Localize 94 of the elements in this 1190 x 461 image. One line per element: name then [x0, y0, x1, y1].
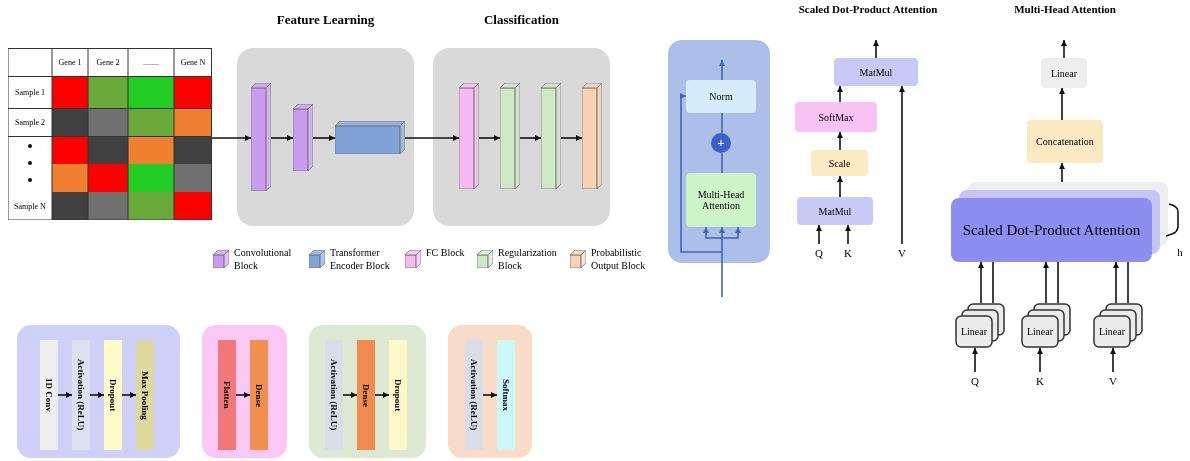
connector-line	[721, 152, 723, 174]
arrow	[899, 85, 905, 245]
input-label: Q	[811, 244, 827, 262]
arrow	[478, 135, 501, 141]
layer-block	[251, 83, 271, 191]
legend-label: Convolutional Block	[234, 246, 293, 273]
column-header: Gene 2	[95, 56, 121, 69]
panel-background	[668, 40, 770, 263]
input-label: K	[1032, 372, 1048, 390]
arrow	[1043, 261, 1049, 304]
panel-background	[202, 325, 287, 458]
arrow	[1113, 261, 1119, 304]
heatmap-table	[8, 48, 212, 220]
arrow	[719, 59, 725, 81]
arrow	[837, 85, 843, 103]
arrow	[374, 392, 390, 398]
arrow	[519, 135, 542, 141]
layer-bar: Max Pooling	[136, 340, 154, 450]
layer-bar: Dense	[250, 340, 268, 450]
arrow	[1059, 87, 1065, 121]
arrow	[312, 135, 336, 141]
arrow	[703, 226, 741, 298]
layer-block	[459, 83, 479, 189]
arrow	[845, 224, 851, 245]
process-box: MatMul	[834, 58, 918, 86]
arrow	[482, 392, 498, 398]
sum-circle: +	[711, 133, 731, 153]
column-header: Gene 1	[57, 56, 83, 69]
arrow	[89, 392, 105, 398]
input-label: Q	[967, 372, 983, 390]
process-box: MatMul	[797, 197, 873, 225]
process-box: Concatenation	[1027, 120, 1103, 163]
arrow	[680, 93, 723, 253]
section-heading: Multi-Head Attention	[1013, 2, 1117, 16]
column-header: Gene N	[179, 56, 207, 69]
arrow	[57, 392, 73, 398]
input-label: V	[1105, 372, 1121, 390]
layer-block	[541, 83, 561, 189]
section-heading: Classification	[482, 11, 561, 29]
arrow	[816, 224, 822, 245]
row-header: Sample 1	[14, 86, 46, 99]
input-label: V	[894, 244, 910, 262]
section-heading: Feature Learning	[275, 11, 376, 29]
layer-block	[582, 83, 602, 189]
layer-bar: Softmax	[497, 340, 515, 450]
connector-line	[992, 261, 994, 304]
row-header: Sample 2	[14, 116, 46, 129]
layer-bar: Dropout	[104, 340, 122, 450]
connector-line	[1127, 261, 1129, 304]
arrow	[972, 347, 978, 373]
layer-bar: Flatten	[218, 340, 236, 450]
legend-label: Transformer Encoder Block	[330, 246, 391, 273]
arrow	[560, 135, 583, 141]
arrow	[837, 131, 843, 151]
arrow	[837, 175, 843, 198]
legend-label: Regularization Block	[498, 246, 558, 273]
panel-background	[309, 325, 426, 458]
arrow	[211, 135, 252, 141]
arrow	[978, 261, 984, 304]
layer-bar: Activation (ReLU)	[465, 340, 483, 450]
arrow	[873, 39, 879, 59]
process-box: Linear	[1041, 58, 1087, 88]
layer-block	[293, 103, 313, 171]
arrow	[342, 392, 358, 398]
layer-block	[500, 83, 520, 189]
process-box: Scale	[811, 150, 868, 176]
arrow	[1037, 347, 1043, 373]
arrow	[1110, 347, 1116, 373]
arrow	[121, 392, 137, 398]
layer-block	[335, 120, 405, 154]
arrow	[1059, 162, 1065, 183]
layer-bar: Dense	[357, 340, 375, 450]
section-heading: Scaled Dot-Product Attention	[797, 2, 939, 16]
legend-label: FC Block	[426, 246, 466, 260]
process-box: Norm	[686, 80, 756, 113]
connector-line	[1057, 261, 1059, 304]
panel-background	[17, 325, 180, 458]
layer-bar: Dropout	[389, 340, 407, 450]
bracket-label: h	[1176, 245, 1184, 260]
input-label: K	[840, 244, 856, 262]
arrow	[404, 135, 460, 141]
layer-bar: Activation (ReLU)	[72, 340, 90, 450]
layer-bar: Activation (ReLU)	[325, 340, 343, 450]
process-box: Multi-Head Attention	[686, 173, 756, 227]
arrow	[1061, 39, 1067, 59]
connector-line	[721, 112, 723, 134]
legend-label: Probabilistic Output Block	[591, 246, 647, 273]
arrow	[235, 392, 251, 398]
layer-bar: 1D Conv	[40, 340, 58, 450]
process-box: SoftMax	[795, 102, 877, 132]
arrow	[270, 135, 294, 141]
panel-background	[448, 325, 532, 458]
row-header: Sample N	[13, 200, 47, 213]
column-header: ........	[142, 56, 160, 69]
